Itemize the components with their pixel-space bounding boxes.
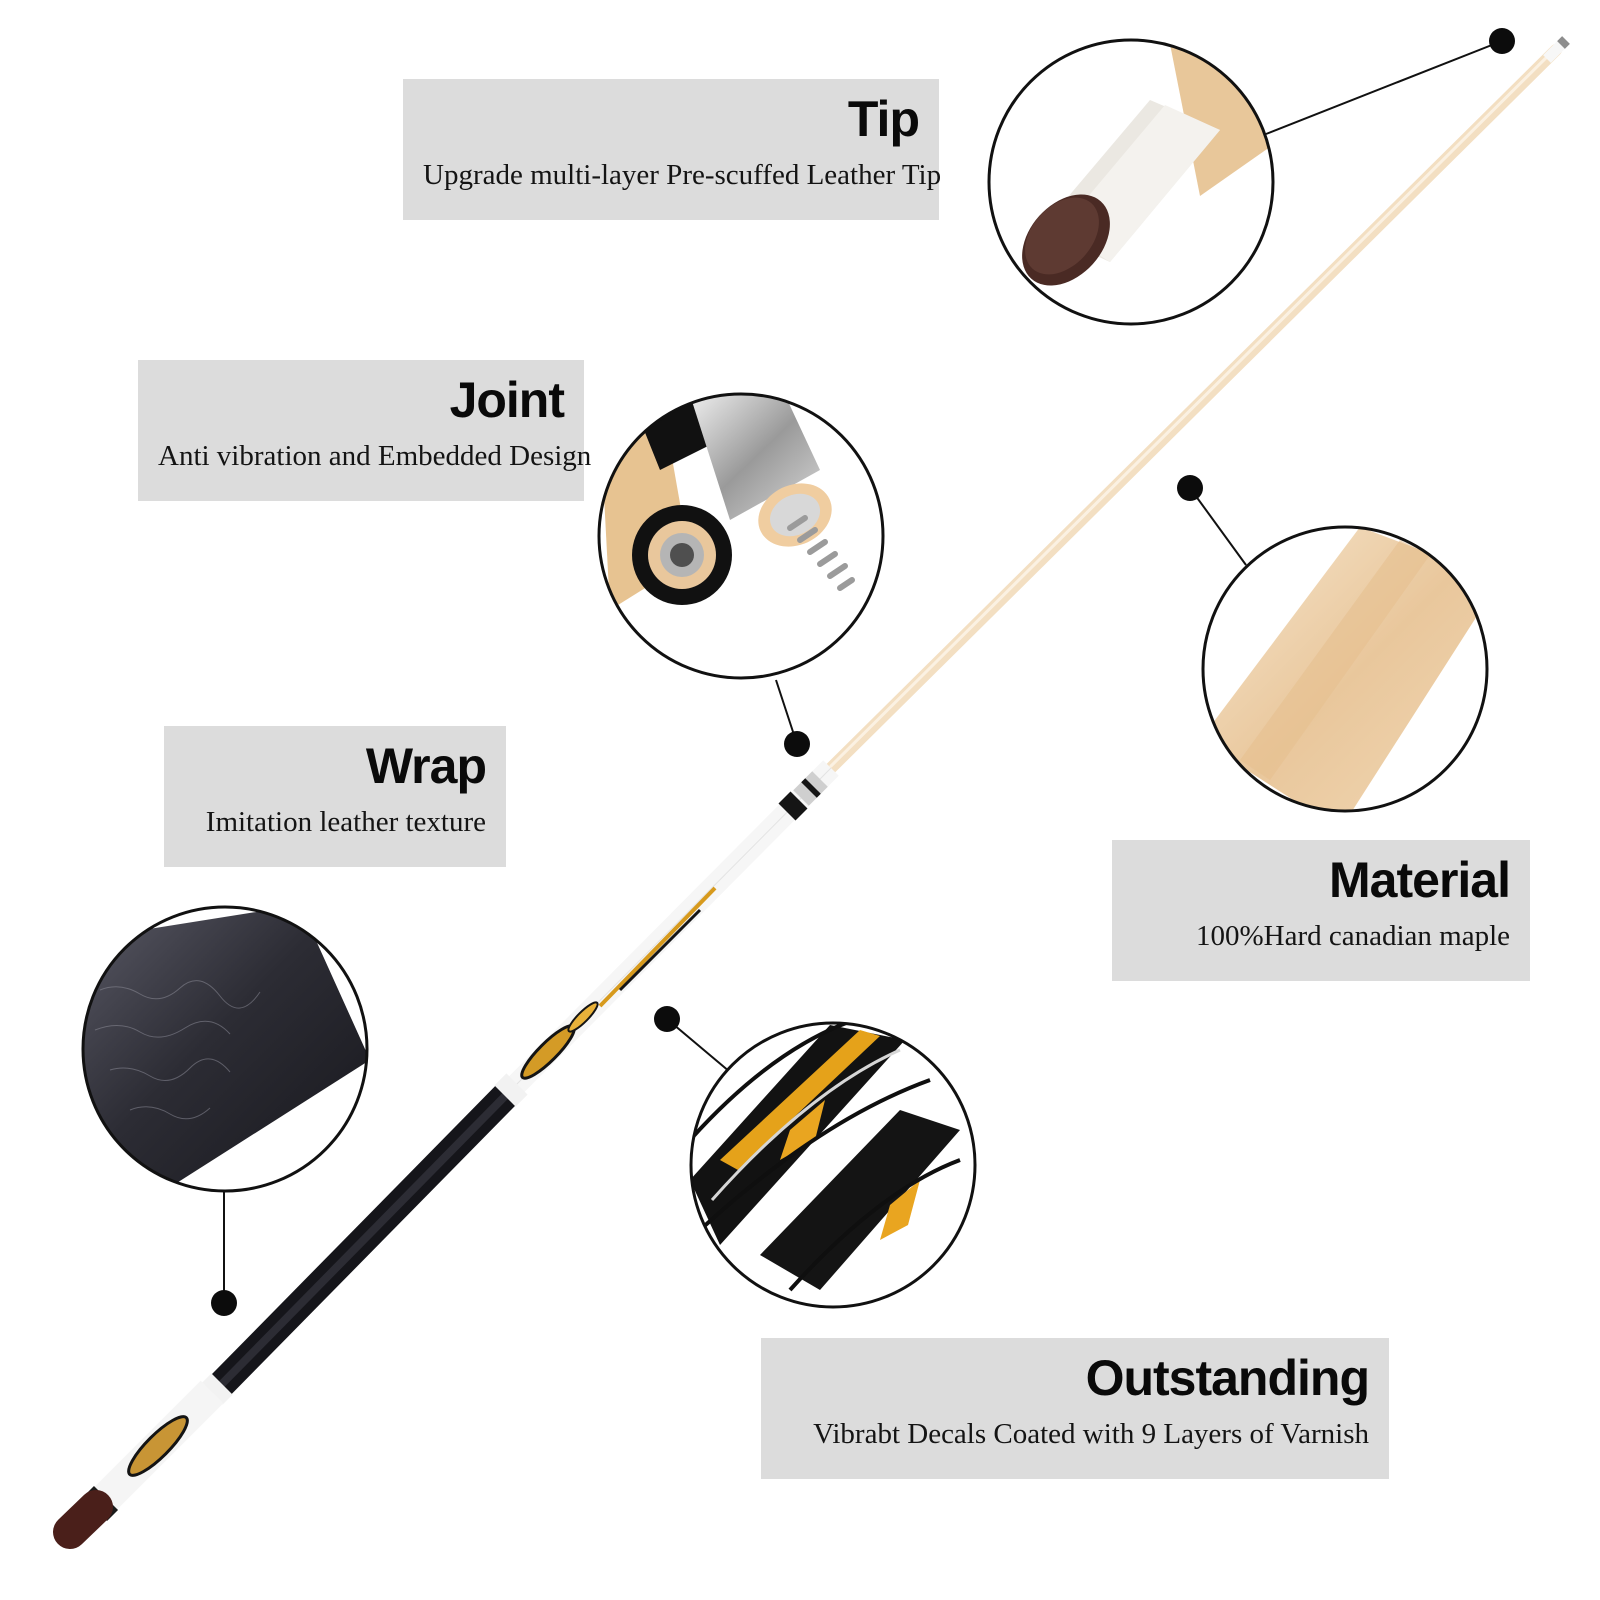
joint-title: Joint [449, 372, 565, 428]
leader-dots [211, 28, 1515, 1316]
pool-cue [53, 36, 1570, 1549]
wrap-closeup-circle [81, 905, 369, 1193]
outstanding-title: Outstanding [1085, 1350, 1370, 1406]
outstanding-label-box: Outstanding Vibrabt Decals Coated with 9… [761, 1338, 1389, 1479]
tip-title: Tip [847, 91, 920, 147]
material-description: 100%Hard canadian maple [1195, 920, 1510, 952]
outstanding-leader-dot [654, 1006, 680, 1032]
decal-closeup-circle [689, 1021, 977, 1309]
wrap-leader-dot [211, 1290, 237, 1316]
outstanding-description: Vibrabt Decals Coated with 9 Layers of V… [813, 1418, 1369, 1450]
cue-bumper [53, 1490, 113, 1549]
joint-closeup-circle [597, 392, 885, 680]
material-closeup-circle [1201, 525, 1489, 813]
material-label-box: Material 100%Hard canadian maple [1112, 840, 1530, 981]
joint-label-box: Joint Anti vibration and Embedded Design [138, 360, 592, 501]
material-leader-dot [1177, 475, 1203, 501]
joint-leader-dot [784, 731, 810, 757]
wrap-label-box: Wrap Imitation leather texture [164, 726, 506, 867]
joint-description: Anti vibration and Embedded Design [158, 440, 592, 472]
leader-lines [223, 40, 1503, 1303]
material-title: Material [1329, 852, 1511, 908]
cue-tip-end [1557, 36, 1570, 49]
tip-description: Upgrade multi-layer Pre-scuffed Leather … [423, 159, 942, 191]
tip-closeup-circle [987, 38, 1275, 326]
cue-ferrule [1543, 41, 1565, 63]
tip-label-box: Tip Upgrade multi-layer Pre-scuffed Leat… [403, 79, 942, 220]
wrap-description: Imitation leather texture [205, 806, 486, 838]
wrap-title: Wrap [365, 738, 487, 794]
tip-leader-dot [1489, 28, 1515, 54]
